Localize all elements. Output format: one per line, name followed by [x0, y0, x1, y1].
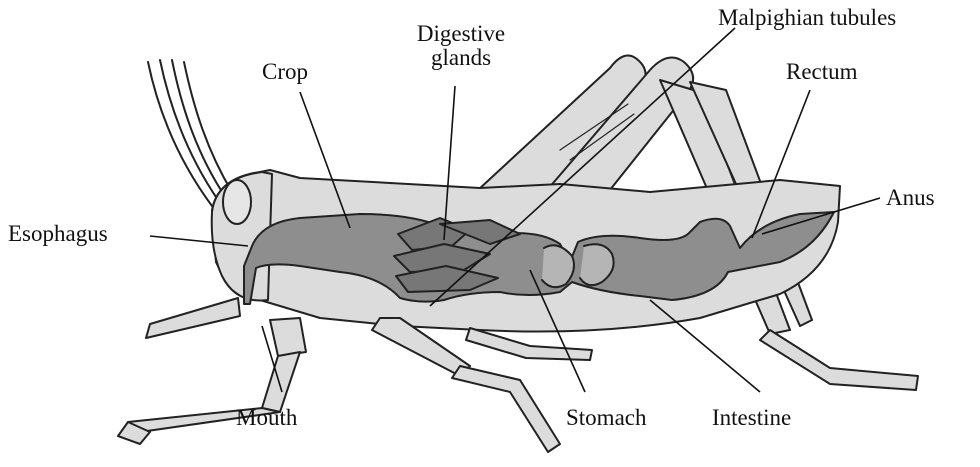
- label-anus: Anus: [886, 186, 935, 210]
- label-digestive-glands-line1: Digestive: [398, 22, 524, 46]
- label-mouth: Mouth: [236, 406, 297, 430]
- label-digestive-glands: Digestive glands: [398, 22, 524, 70]
- label-intestine: Intestine: [712, 406, 791, 430]
- label-rectum: Rectum: [786, 60, 858, 84]
- label-malpighian-tubules: Malpighian tubules: [718, 6, 896, 30]
- antennae: [148, 60, 232, 206]
- label-stomach: Stomach: [566, 406, 647, 430]
- label-esophagus: Esophagus: [8, 222, 108, 246]
- label-digestive-glands-line2: glands: [398, 46, 524, 70]
- label-crop: Crop: [262, 60, 308, 84]
- eye: [223, 180, 251, 224]
